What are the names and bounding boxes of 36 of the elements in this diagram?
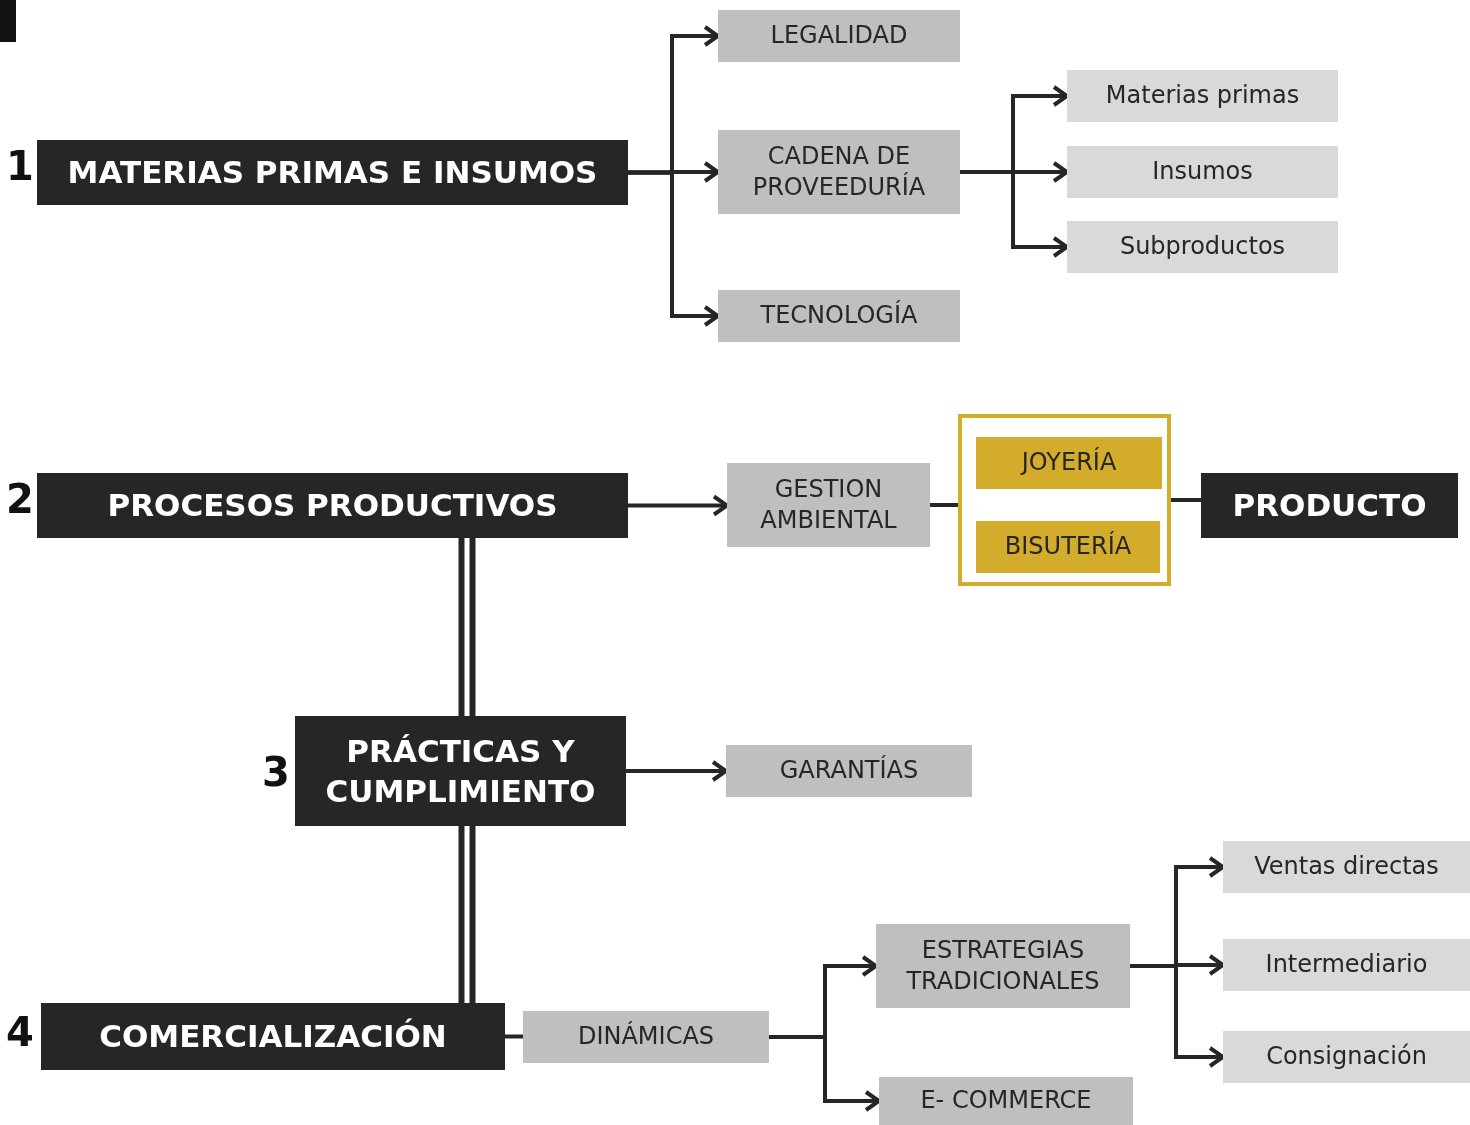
connector-line — [1171, 498, 1201, 502]
group-frame — [958, 414, 1171, 586]
process-box: TECNOLOGÍA — [718, 290, 960, 342]
process-box: DINÁMICAS — [523, 1011, 769, 1063]
process-box: LEGALIDAD — [718, 10, 960, 62]
category-box: MATERIAS PRIMAS E INSUMOS — [37, 140, 628, 205]
category-box: PROCESOS PRODUCTIVOS — [37, 473, 628, 538]
item-box: Consignación — [1223, 1031, 1470, 1083]
process-box: E- COMMERCE — [879, 1077, 1133, 1125]
arrow — [1130, 964, 1225, 1068]
process-box: ESTRATEGIAS TRADICIONALES — [876, 924, 1130, 1008]
connector-line — [930, 503, 958, 507]
arrow — [769, 1035, 881, 1112]
arrow — [628, 170, 720, 327]
step-number: 2 — [6, 475, 34, 523]
step-number: 4 — [6, 1008, 34, 1056]
process-box: CADENA DE PROVEEDURÍA — [718, 130, 960, 214]
step-number: 3 — [262, 748, 290, 796]
connector-line — [505, 1034, 523, 1039]
item-box: Intermediario — [1223, 939, 1470, 991]
category-box: PRÁCTICAS Y CUMPLIMIENTO — [295, 716, 626, 826]
item-box: Materias primas — [1067, 70, 1338, 122]
process-box: GESTION AMBIENTAL — [727, 463, 930, 547]
category-box: PRODUCTO — [1201, 473, 1458, 538]
category-box: COMERCIALIZACIÓN — [41, 1003, 505, 1070]
arrow — [626, 760, 728, 782]
item-box: Subproductos — [1067, 221, 1338, 273]
product-type-box: JOYERÍA — [976, 437, 1162, 489]
item-box: Ventas directas — [1223, 841, 1470, 893]
item-box: Insumos — [1067, 146, 1338, 198]
double-line — [458, 826, 476, 1003]
step-number: 1 — [6, 142, 34, 190]
double-line — [458, 538, 476, 716]
process-box: GARANTÍAS — [726, 745, 972, 797]
product-type-box: BISUTERÍA — [976, 521, 1160, 573]
arrow — [628, 494, 729, 517]
